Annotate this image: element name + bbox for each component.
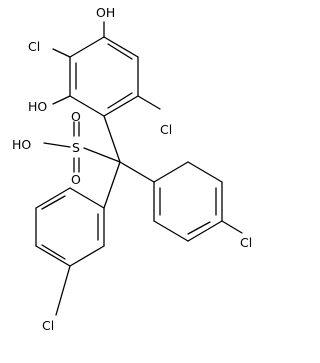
bond-c-cl-right-ring (221, 220, 243, 234)
bond (69, 187, 105, 209)
label-ho-left: HO (28, 99, 47, 114)
label-oxygen-top: O (71, 109, 81, 124)
label-oh-top: OH (96, 5, 115, 20)
bond (103, 36, 139, 58)
bond (35, 245, 71, 267)
label-oxygen-bottom: O (71, 172, 81, 187)
bond (35, 187, 71, 209)
lower-left-phenyl-ring (35, 187, 105, 267)
aromatic-bond (107, 43, 133, 60)
label-ho-sulfonic: HO (12, 137, 31, 152)
aromatic-bond (107, 92, 133, 109)
bond (153, 161, 189, 183)
chemical-structure: OH Cl HO Cl HO S O O Cl Cl (12, 5, 252, 333)
aromatic-bond (41, 244, 66, 260)
bond (69, 245, 105, 267)
structure-canvas: OH Cl HO Cl HO S O O Cl Cl (12, 5, 252, 333)
right-phenyl-ring (153, 161, 223, 242)
label-cl-right-ring: Cl (240, 235, 252, 250)
bond (69, 36, 105, 58)
top-phenyl-ring (69, 36, 139, 117)
bond-s-oh (43, 142, 71, 148)
label-cl-left: Cl (28, 39, 40, 54)
bond-c-oh-left (52, 95, 71, 105)
bond-central-ring-right (119, 161, 155, 183)
bond-c-cl-right (137, 95, 161, 110)
bond-central-ring-left (103, 161, 121, 209)
bond-central-sulfur (83, 147, 121, 163)
bond-c-cl-left (52, 48, 71, 58)
bond-ring-central (103, 115, 121, 163)
label-cl-bottom: Cl (42, 318, 54, 333)
bond (69, 95, 105, 117)
label-sulfur: S (72, 140, 80, 155)
bond (187, 161, 223, 183)
bond-c-cl-bottom (55, 265, 71, 316)
bond (103, 95, 139, 117)
bond (153, 220, 189, 242)
aromatic-bond (187, 221, 211, 235)
aromatic-bond (41, 195, 66, 210)
label-cl-right: Cl (160, 122, 172, 137)
bond (187, 220, 223, 242)
